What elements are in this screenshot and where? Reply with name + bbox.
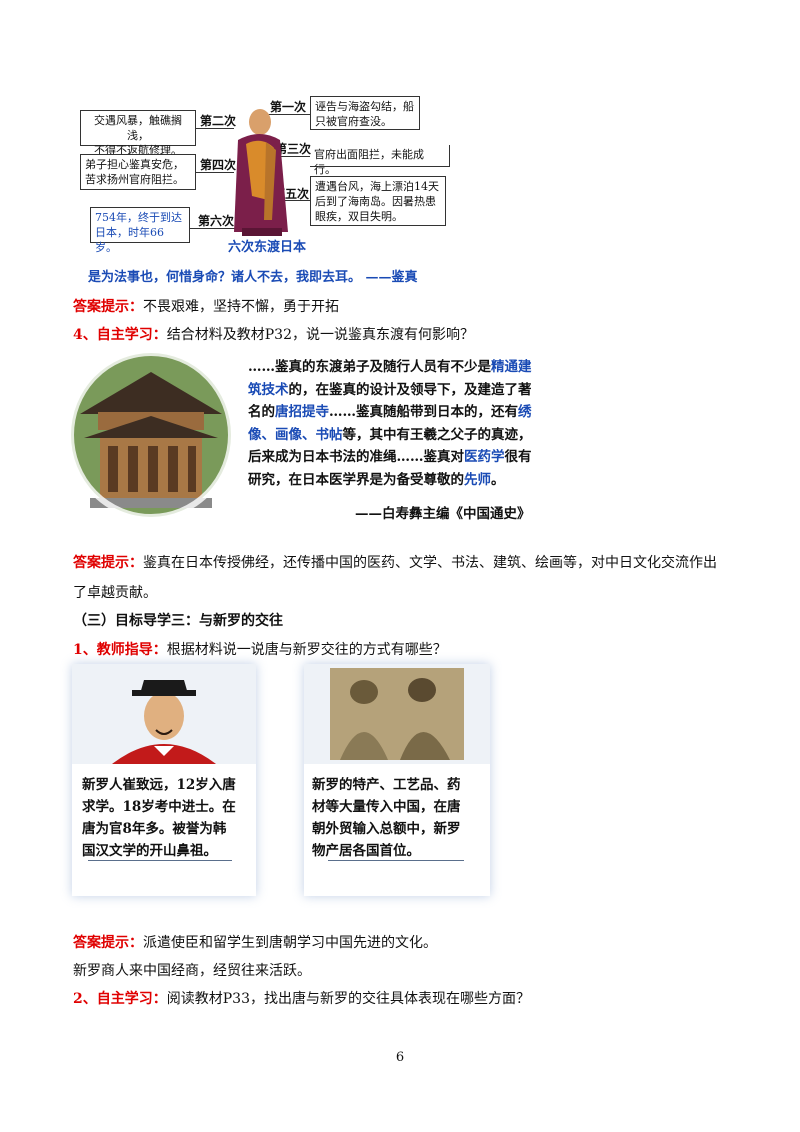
merchants-painting-image [304, 664, 490, 764]
label-sixth: 第六次 [198, 214, 235, 228]
card-silla-trade: 新罗的特产、工艺品、药 材等大量传入中国，在唐 朝外贸输入总额中，新罗 物产居各… [304, 664, 490, 896]
toshodaiji-temple-image [70, 352, 232, 518]
card-rule [88, 860, 232, 861]
answer-hint-1: 答案提示：不畏艰难，坚持不懈，勇于开拓 [73, 296, 339, 318]
question-2: 2、自主学习：阅读教材P33，找出唐与新罗的交往具体表现在哪些方面？ [73, 988, 530, 1010]
voyage-5-box: 遭遇台风，海上漂泊14天 后到了海南岛。因暑热患 眼疾，双目失明。 [310, 176, 446, 226]
question-text: 根据材料说一说唐与新罗交往的方式有哪些？ [166, 642, 447, 658]
question-number: 1、教师指导： [73, 642, 167, 658]
label-line [196, 172, 234, 173]
question-1: 1、教师指导：根据材料说一说唐与新罗交往的方式有哪些？ [73, 639, 447, 661]
label-third: 第三次 [275, 142, 312, 156]
answer-text: 鉴真在日本传授佛经，还传播中国的医药、文学、书法、建筑、绘画等，对中日文化交流作… [143, 555, 717, 571]
highlight-architecture: 精通建筑技术 [248, 359, 532, 398]
label-fourth: 第四次 [200, 158, 237, 172]
section-heading: （三）目标导学三：与新罗的交往 [73, 613, 283, 629]
question-number: 2、自主学习： [73, 991, 167, 1007]
card-text: 新罗人崔致远，12岁入唐 求学。18岁考中进士。在 唐为官8年多。被誉为韩 国汉… [82, 777, 236, 859]
label-first: 第一次 [270, 100, 307, 114]
highlight-teacher: 先师 [464, 471, 491, 488]
label-line [268, 114, 310, 115]
card-text: 新罗的特产、工艺品、药 材等大量传入中国，在唐 朝外贸输入总额中，新罗 物产居各… [312, 777, 461, 859]
excerpt-source: ——白寿彝主编《中国通史》 [355, 506, 531, 522]
answer-label: 答案提示： [73, 555, 143, 571]
answer-hint-2-cont: 了卓越贡献。 [73, 585, 157, 601]
answer-text: 派遣使臣和留学生到唐朝学习中国先进的文化。 [143, 935, 437, 951]
voyage-6-box: 754年，终于到达 日本，时年66岁。 [90, 207, 190, 254]
card-rule [328, 860, 464, 861]
voyage-4-box: 弟子担心鉴真安危， 苦求扬州官府阻拦。 [80, 154, 196, 190]
question-4: 4、自主学习：结合材料及教材P32，说一说鉴真东渡有何影响？ [73, 324, 474, 346]
highlight-art: 绣像、画像、书帖 [248, 404, 532, 443]
label-line [270, 200, 310, 201]
answer-label: 答案提示： [73, 935, 143, 951]
highlight-medicine: 医药学 [464, 449, 505, 466]
answer-hint-3: 答案提示：派遣使臣和留学生到唐朝学习中国先进的文化。 [73, 932, 437, 954]
card-choe-chiwon: 新罗人崔致远，12岁入唐 求学。18岁考中进士。在 唐为官8年多。被誉为韩 国汉… [72, 664, 256, 896]
page-number: 6 [395, 1050, 405, 1065]
answer-hint-3-cont: 新罗商人来中国经商，经贸往来活跃。 [73, 963, 311, 979]
voyage-1-box: 诬告与海盗勾结，船 只被官府查没。 [310, 96, 420, 130]
answer-hint-2: 答案提示：鉴真在日本传授佛经，还传播中国的医药、文学、书法、建筑、绘画等，对中日… [73, 552, 717, 574]
voyage-3-box: 官府出面阻拦，未能成行。 [310, 145, 450, 176]
label-line [272, 156, 310, 157]
answer-label: 答案提示： [73, 299, 143, 315]
excerpt-passage: ……鉴真的东渡弟子及随行人员有不少是精通建筑技术的，在鉴真的设计及领导下，及建造… [248, 359, 532, 488]
voyage-2-box: 交遇风暴，触礁搁浅， 不得不返航修理。 [80, 110, 196, 157]
portrait-image [72, 664, 256, 764]
question-number: 4、自主学习： [73, 327, 167, 343]
label-line [196, 128, 234, 129]
answer-text: 不畏艰难，坚持不懈，勇于开拓 [143, 299, 339, 315]
label-line [190, 228, 236, 229]
diagram-caption: 六次东渡日本 [228, 240, 307, 255]
jianzhen-figure [234, 109, 288, 236]
jianzhen-quote: 是为法事也，何惜身命？诸人不去，我即去耳。 ——鉴真 [88, 270, 418, 285]
question-text: 结合材料及教材P32，说一说鉴真东渡有何影响？ [166, 327, 474, 343]
question-text: 阅读教材P33，找出唐与新罗的交往具体表现在哪些方面？ [166, 991, 530, 1007]
highlight-temple: 唐招提寺 [275, 404, 329, 421]
label-second: 第二次 [200, 114, 237, 128]
